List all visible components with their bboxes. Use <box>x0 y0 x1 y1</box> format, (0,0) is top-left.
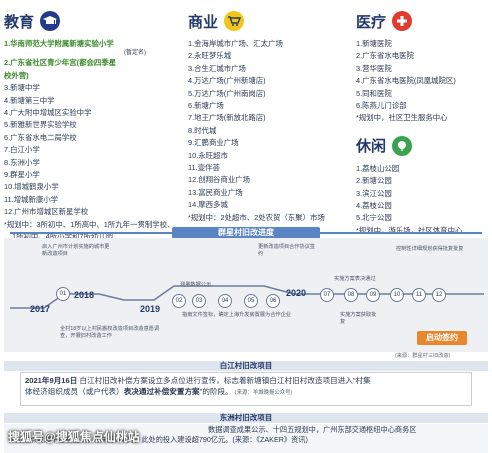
education-item: 2.广东省社区青少年宫(都会四季星 <box>4 58 117 68</box>
timeline-node: 11 <box>412 288 426 302</box>
leisure-item: 5.北宁公园 <box>356 213 392 223</box>
medical-title: 医疗 <box>356 13 387 31</box>
business-item: 1.金海岸城市广场、汇太广场 <box>188 39 283 48</box>
business-note: *规划中：2处超市、2处农贸（东聚）市场 <box>188 212 325 222</box>
education-item: 3.新塘中学 <box>4 83 40 93</box>
business-title: 商业 <box>188 13 219 31</box>
timeline-node: 04 <box>218 294 232 308</box>
timeline-path <box>10 285 484 309</box>
education-item: 4.广大附中增城区实验中学 <box>4 108 92 118</box>
leisure-title: 休闲 <box>356 138 387 156</box>
baijiang-text: "的阶段。 <box>199 387 233 396</box>
dongzhou-text: 作为重点发展平台被提及，在未来5年内，此处的投入建设超790亿元。(来源：《ZA… <box>8 435 308 444</box>
timeline-node: 07 <box>320 288 334 302</box>
year-label: 2019 <box>140 304 161 314</box>
dongzhou-title: 东洲村旧改项目 <box>4 413 488 423</box>
progress-timeline: 2017 2018 2019 2020 01 02 03 04 05 06 07… <box>4 238 488 352</box>
timeline-text: 实施方案表决通过 <box>334 276 376 282</box>
business-section: 商业 1.金海岸城市广场、汇太广场 2.永旺梦乐城 3.合生汇城市广场 4.万达… <box>188 8 346 224</box>
medical-item: 5.同和医院 <box>356 88 392 98</box>
launch-signing-badge: 启动签约 <box>417 331 467 345</box>
dongzhou-text: 数据调查成果公示、十四五规划中，广州东部交通枢纽中心商务区 <box>208 425 417 434</box>
medical-section: 医疗 1.新塘医院 2.广东省水电医院 3.营华医院 4.广东省水电医院(凤凰城… <box>356 8 492 237</box>
business-item: 11.壹伴荟 <box>188 163 220 173</box>
education-note: 1所初中、4所小学和7所幼儿园 <box>12 232 114 242</box>
medical-item: 1.新塘医院 <box>356 39 392 48</box>
education-title: 教育 <box>4 13 35 31</box>
medical-item: 2.广东省水电医院 <box>356 51 414 61</box>
education-item: 10.增城鹤泉小学 <box>4 182 59 192</box>
business-item: 14.摩西多城 <box>188 200 228 210</box>
timeline-node: 05 <box>244 294 258 308</box>
baijiang-title: 白江村旧改项目 <box>4 361 488 371</box>
timeline-node: 08 <box>344 288 358 302</box>
year-label: 2020 <box>286 288 307 298</box>
medical-cross-icon <box>392 11 413 31</box>
business-item: 3.合生汇城市广场 <box>188 63 246 73</box>
leisure-item: 2.新塘公园 <box>356 176 392 186</box>
timeline-node: 02 <box>172 294 186 308</box>
timeline-text: 实施方案获取批复 <box>340 312 377 325</box>
business-item: 7.地王广场(新放北路店) <box>188 113 266 123</box>
business-item: 4.万达广场(广州新塘店) <box>188 76 266 86</box>
medical-item: 6.陈燕儿门诊部 <box>356 101 407 111</box>
leisure-item: 1.荔枝山公园 <box>356 163 400 173</box>
timeline-node: 01 <box>56 287 70 301</box>
business-item: 2.永旺梦乐城 <box>188 51 232 61</box>
timeline-node: 06 <box>266 294 280 308</box>
leisure-item: 3.滨江公园 <box>356 188 392 198</box>
timeline-node: 12 <box>432 288 446 302</box>
timeline-text: 控制性详细规划获得批复批复 <box>396 246 464 252</box>
dongzhou-content: 数据调查成果公示、十四五规划中，广州东部交通枢纽中心商务区 作为重点发展平台被提… <box>4 424 488 453</box>
baijiang-date: 2021年9月16日 <box>25 376 78 385</box>
timeline-text: 指南文件签标，确定上海升发房置展为合作企业 <box>182 312 291 318</box>
timeline-text: 启入广州市计划实施的城市更新改造项目 <box>42 244 110 257</box>
business-item: 5.万达广场(广州南岗店) <box>188 88 266 98</box>
progress-source: (来源：群星村三旧改造) <box>395 353 451 359</box>
timeline-node: 03 <box>192 294 206 308</box>
timeline-text: 测量数据公示 <box>180 282 212 288</box>
watermark: 搜狐号@搜狐焦点仙桃站 <box>8 430 140 444</box>
timeline-node: 09 <box>366 288 380 302</box>
shopping-cart-icon <box>224 11 245 31</box>
baijiang-source: (来源：羊城晚报公众号) <box>234 390 293 396</box>
education-section: 教育 1.华南师范大学附属新塘实验小学 (暂定名) 2.广东省社区青少年宫(都会… <box>4 8 182 244</box>
business-item: 13.富民商业广场 <box>188 187 243 197</box>
medical-note: *规划中，社区卫生服务中心 <box>356 113 448 123</box>
medical-item: 3.营华医院 <box>356 63 392 73</box>
progress-title: 群星村旧改进度 <box>172 227 320 239</box>
education-item: (暂定名) <box>124 50 146 57</box>
medical-item: 4.广东省水电医院(凤凰城院区) <box>356 76 456 86</box>
education-item: 5.新雅新世界实验学校 <box>4 120 77 130</box>
leisure-note: *规划中，游乐场，社区体育中心 <box>356 225 463 235</box>
baijiang-content: 2021年9月16日 白江村旧改补偿方案设立多点位进行宣传，标志着新塘镇白江村旧… <box>20 372 472 406</box>
education-item: 9.群星小学 <box>4 170 40 180</box>
timeline-node: 10 <box>390 288 404 302</box>
year-label: 2017 <box>30 304 51 314</box>
education-note: *规划中：3所初中、1所高中、1所九年一贯制学校、 <box>4 219 175 229</box>
education-item: 12.广州市增城区新星学校 <box>4 207 89 217</box>
business-item: 12.创翔谷商业广场 <box>188 175 251 185</box>
timeline-text: 更新改造项目合作协议签约 <box>258 244 316 257</box>
education-item: 7.白江小学 <box>4 145 40 155</box>
baijiang-text: 白江村旧改补偿方案设立多点位进行宣传，标志着新塘镇白江村旧村改造项目进入"村集 <box>79 376 371 385</box>
timeline-text: 全村18岁以上村民搬权改造项目改造意愿调查，开展旧村改造工作 <box>60 326 160 339</box>
education-item: 8.东洲小学 <box>4 157 40 167</box>
year-label: 2018 <box>74 290 95 300</box>
business-item: 6.新塘广场 <box>188 101 224 111</box>
education-item: 校外营) <box>4 70 29 80</box>
baijiang-text: 体经济组织成员（或户代表） <box>25 387 124 396</box>
business-item: 10.永旺超市 <box>188 150 228 160</box>
business-item: 8.时代城 <box>188 125 217 135</box>
leisure-item: 4.荔枝公园 <box>356 201 392 211</box>
education-item: 6.广东省水电二局学校 <box>4 132 77 142</box>
education-item: 4.新塘第三中学 <box>4 95 55 105</box>
education-item: 1.华南师范大学附属新塘实验小学 <box>4 39 114 48</box>
progress-banner: 群星村旧改进度 <box>0 227 492 239</box>
tree-icon <box>392 135 413 156</box>
education-item: 11.增城新康小学 <box>4 194 59 204</box>
graduation-cap-icon <box>40 11 61 31</box>
business-item: 9.汇鹏商业广场 <box>188 138 239 148</box>
baijiang-highlight: 表决通过补偿安置方案 <box>123 387 200 396</box>
